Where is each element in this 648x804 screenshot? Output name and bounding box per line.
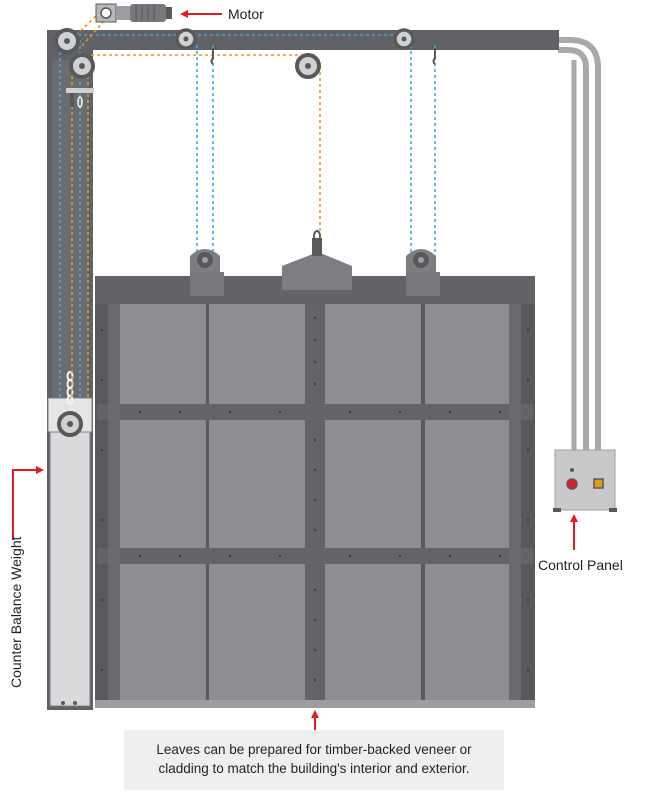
control-panel-label: Control Panel bbox=[538, 557, 623, 573]
red-stop-button-icon bbox=[566, 478, 578, 490]
counterweight-chain bbox=[66, 371, 74, 405]
beam-hooks bbox=[210, 48, 436, 65]
note-box: Leaves can be prepared for timber-backed… bbox=[124, 730, 504, 790]
conduit-pipes bbox=[558, 37, 601, 455]
cable-shackle bbox=[66, 88, 94, 108]
counter-balance-weight bbox=[49, 399, 91, 707]
motor-icon bbox=[95, 3, 172, 23]
gate-lifting-lugs bbox=[190, 230, 440, 296]
orange-indicator-icon bbox=[593, 478, 604, 489]
lifting-cables-blue bbox=[59, 34, 436, 400]
gate-leaf bbox=[95, 276, 535, 708]
control-panel-box bbox=[553, 449, 617, 512]
counter-balance-weight-label: Counter Balance Weight bbox=[8, 536, 24, 689]
motor-label: Motor bbox=[228, 6, 264, 22]
note-text: Leaves can be prepared for timber-backed… bbox=[156, 742, 472, 776]
left-column-inner bbox=[52, 60, 88, 400]
top-frame-beam bbox=[47, 30, 559, 50]
pulley-icon bbox=[54, 28, 415, 79]
